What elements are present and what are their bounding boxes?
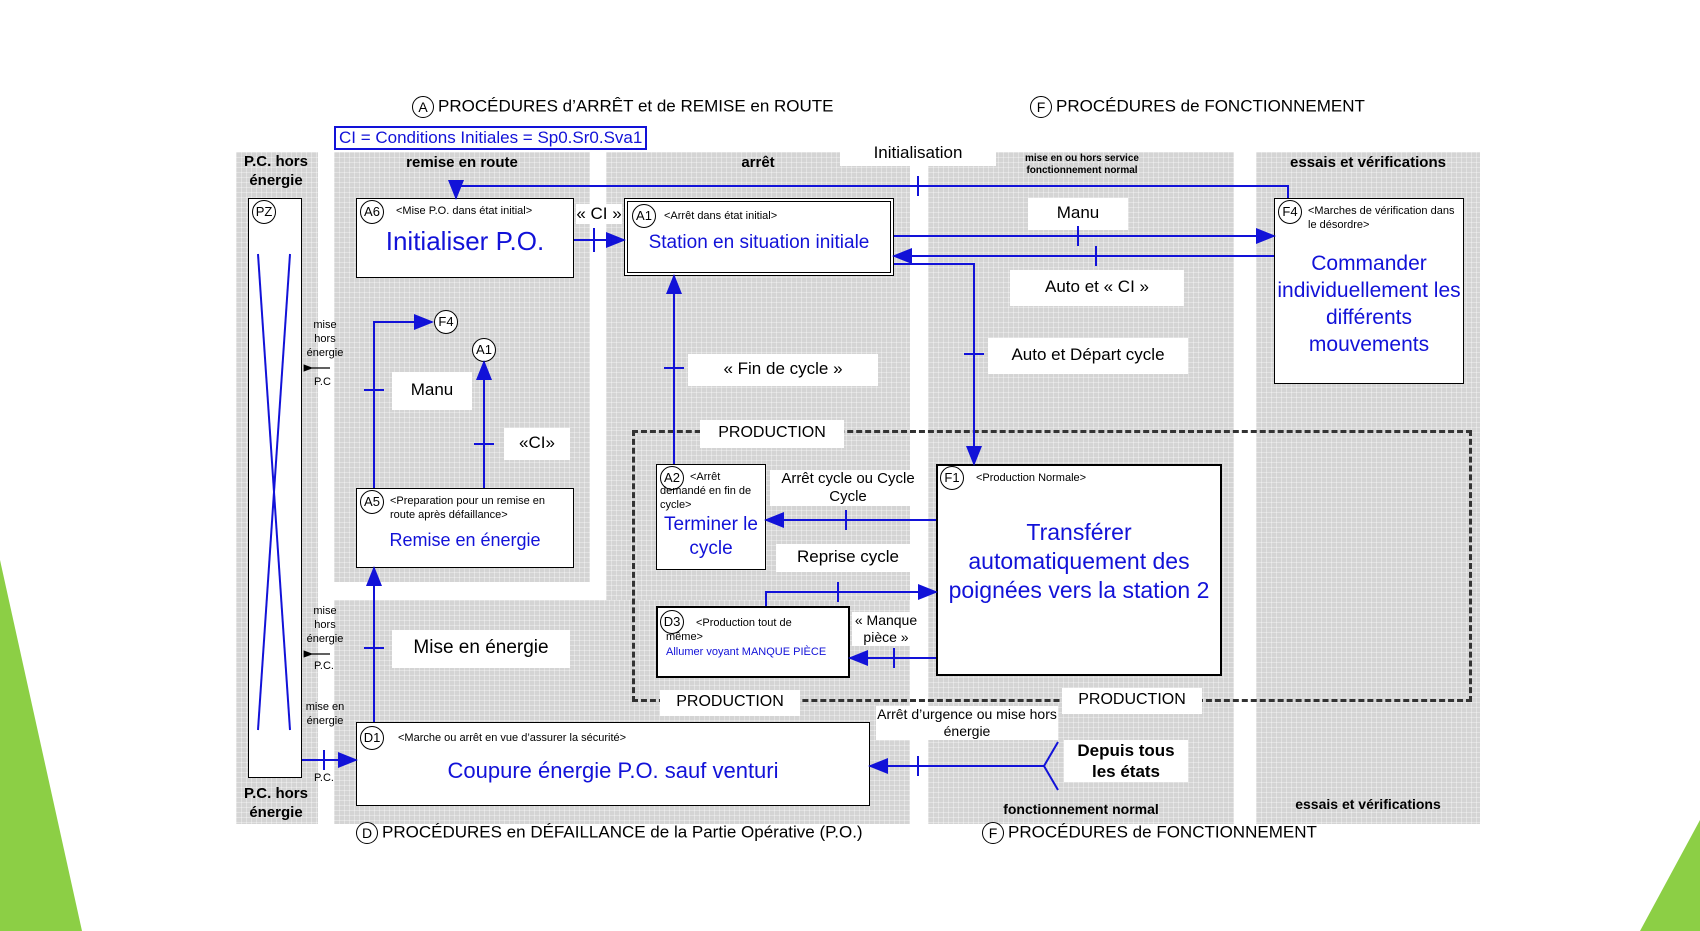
d1-id: D1 — [360, 726, 384, 750]
zone-label-essais-top: essais et vérifications — [1290, 154, 1446, 171]
f1-id: F1 — [940, 466, 964, 490]
transition-auto-depart: Auto et Départ cycle — [988, 338, 1188, 374]
f1-desc: <Production Normale> — [976, 472, 1087, 484]
zone-label-service: mise en ou hors service fonctionnement n… — [1025, 153, 1139, 176]
side-note-2-pc: P.C. — [314, 660, 334, 672]
transition-reprise: Reprise cycle — [776, 544, 920, 572]
production-label: PRODUCTION — [1062, 688, 1202, 714]
zone-label-remise: remise en route — [406, 154, 518, 171]
transition-manque: « Manque pièce » — [852, 612, 920, 646]
a1-id: A1 — [632, 204, 656, 228]
f4-title: Commander individuellement les différent… — [1277, 252, 1461, 356]
transition-initialisation: Initialisation — [840, 142, 996, 166]
d3-title: Allumer voyant MANQUE PIÈCE — [666, 646, 827, 658]
transition-mise-energie: Mise en énergie — [392, 630, 570, 668]
a1-desc: <Arrêt dans état initial> — [664, 210, 778, 222]
state-a1 — [624, 198, 894, 276]
f4-desc: <Marches de vérification dans le désordr… — [1308, 205, 1455, 231]
transition-fin-cycle: « Fin de cycle » — [688, 354, 878, 386]
a1-title: Station en situation initiale — [648, 232, 870, 253]
side-note-2: mise hors énergie — [306, 605, 344, 645]
production-label: PRODUCTION — [660, 690, 800, 716]
zone-label-arret: arrêt — [741, 154, 775, 171]
ref-f4: F4 — [434, 310, 458, 334]
state-a5 — [356, 488, 574, 568]
d3-id: D3 — [660, 610, 684, 634]
a5-desc: <Preparation pour un remise en route apr… — [390, 495, 546, 521]
zone-label-fonct-bottom: fonctionnement normal — [1003, 801, 1159, 817]
transition-manu-left: Manu — [392, 372, 472, 410]
side-note-1-pc: P.C — [314, 376, 331, 388]
transition-manu-top: Manu — [1028, 198, 1128, 230]
production-label: PRODUCTION — [700, 420, 844, 448]
a2-id: A2 — [660, 466, 684, 490]
zone-label-pc-top: P.C. hors énergie — [244, 153, 308, 189]
d1-desc: <Marche ou arrêt en vue d’assurer la séc… — [398, 732, 627, 744]
pz-id: PZ — [252, 200, 276, 224]
a6-desc: <Mise P.O. dans état initial> — [396, 205, 533, 217]
ci-definition: CI = Conditions Initiales = Sp0.Sr0.Sva1 — [334, 126, 648, 150]
side-note-3: mise en énergie — [305, 701, 345, 727]
transition-arret-cycle: Arrêt cycle ou Cycle Cycle — [770, 470, 926, 506]
f4-id: F4 — [1278, 200, 1302, 224]
a5-title: Remise en énergie — [389, 530, 541, 550]
side-note-3-pc: P.C. — [314, 772, 334, 784]
a2-title: Terminer le cycle — [664, 514, 758, 559]
state-d3 — [656, 606, 850, 678]
f1-title: Transférer automatiquement des poignées … — [948, 519, 1210, 603]
a6-id: A6 — [360, 200, 384, 224]
transition-depuis: Depuis tous les états — [1064, 740, 1188, 782]
production-region — [632, 430, 1472, 702]
state-f4 — [1274, 198, 1464, 384]
zone-label-pc-bottom: P.C. hors énergie — [244, 785, 308, 821]
a5-id: A5 — [360, 490, 384, 514]
state-f1 — [936, 464, 1222, 676]
a2-desc: <Arrêt demandé en fin de cycle> — [660, 471, 752, 511]
state-d1 — [356, 722, 870, 806]
transition-ci: « CI » — [576, 204, 622, 224]
d3-desc: <Production tout de même> — [666, 617, 792, 643]
transition-auto-ci: Auto et « CI » — [1010, 270, 1184, 306]
zone-label-essais-bottom: essais et vérifications — [1295, 796, 1441, 812]
d1-title: Coupure énergie P.O. sauf venturi — [447, 758, 779, 783]
a6-title: Initialiser P.O. — [385, 226, 545, 256]
transition-ci-left: «CI» — [504, 428, 570, 460]
transition-arret-urgence: Arrêt d’urgence ou mise hors énergie — [876, 706, 1058, 740]
side-note-1: mise hors énergie — [306, 319, 344, 359]
state-a6 — [356, 198, 574, 278]
